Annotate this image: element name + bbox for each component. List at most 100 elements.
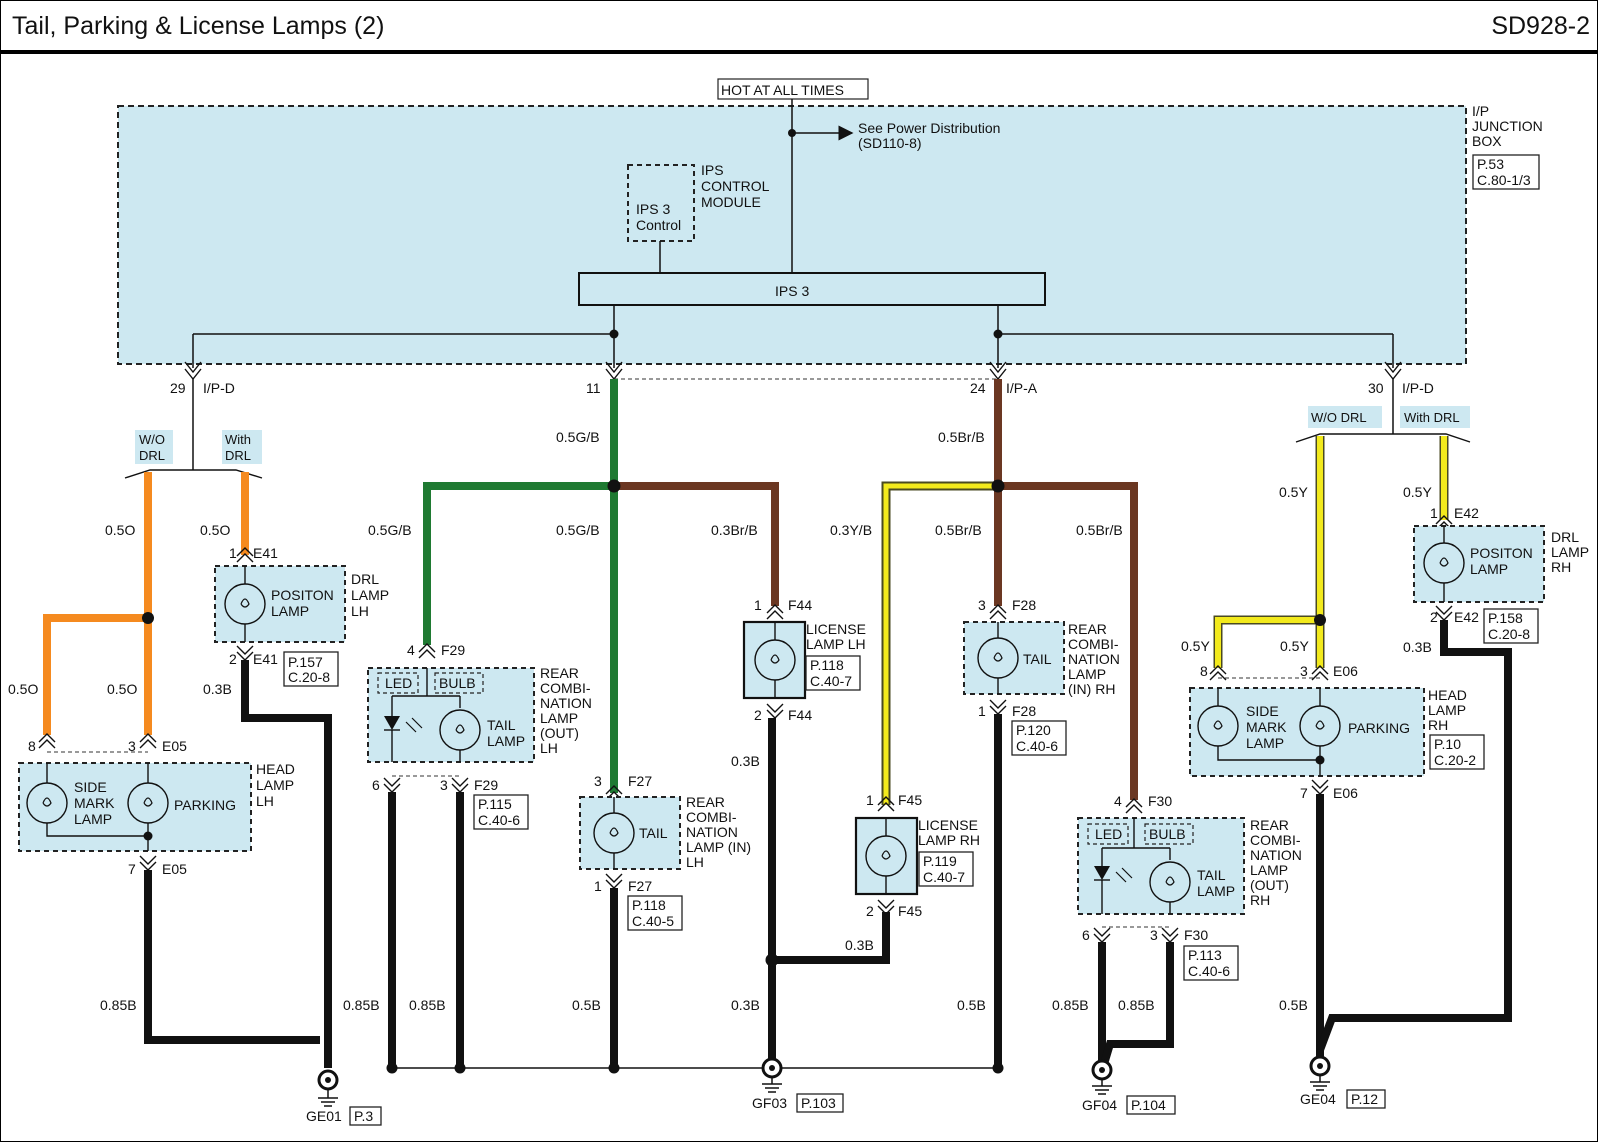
head-rh-title-2: LAMP — [1428, 702, 1466, 718]
output-29-conn: I/P-D — [203, 380, 235, 396]
wire-label-05y-a: 0.5Y — [1279, 484, 1308, 500]
rc-out-lh-title-2: COMBI- — [540, 680, 591, 696]
rc-out-rh-title-4: LAMP — [1250, 862, 1288, 878]
ground-gf04-label: GF04 — [1082, 1097, 1117, 1113]
wire-label-03b-a: 0.3B — [203, 681, 232, 697]
side-mark-lh-label-2: MARK — [74, 795, 115, 811]
e05-pin-3: 3 — [128, 738, 136, 754]
ref-c406-out-rh: C.40-6 — [1188, 963, 1230, 979]
ips-control-box-label-1: IPS 3 — [636, 201, 670, 217]
rear-combi-out-lh — [367, 667, 535, 763]
ref-c405: C.40-5 — [632, 913, 674, 929]
drl-lh-title-3: LH — [351, 603, 369, 619]
license-rh-title-1: LICENSE — [918, 817, 978, 833]
wire-label-05brb-b: 0.5Br/B — [935, 522, 982, 538]
ground-ge04-label: GE04 — [1300, 1091, 1336, 1107]
tail-rh-label-2: LAMP — [1197, 883, 1235, 899]
rear-combi-in-lh — [579, 796, 681, 870]
ground-ge04-ref: P.12 — [1351, 1091, 1378, 1107]
rc-in-lh-title-2: COMBI- — [686, 809, 737, 825]
page-header: Tail, Parking & License Lamps (2) SD928-… — [0, 0, 1598, 54]
ref-p118-lic: P.118 — [810, 657, 844, 673]
wire-license-rh-ground — [772, 912, 890, 964]
ref-c208-lh: C.20-8 — [288, 669, 330, 685]
f30-pin-6: 6 — [1082, 927, 1090, 943]
head-rh-title-3: RH — [1428, 717, 1448, 733]
e05-conn-top: E05 — [162, 738, 187, 754]
wo-drl-rh-label: W/O DRL — [1311, 410, 1367, 425]
tail-lh-label-2: LAMP — [487, 733, 525, 749]
see-power-label: See Power Distribution — [858, 120, 1000, 136]
wo-drl-label-1: W/O — [139, 432, 165, 447]
ref-p115: P.115 — [478, 796, 512, 812]
e06-conn-top: E06 — [1333, 663, 1358, 679]
rc-out-lh-title-6: LH — [540, 740, 558, 756]
f30-conn-top: F30 — [1148, 793, 1172, 809]
rc-out-rh-title-1: REAR — [1250, 817, 1289, 833]
rc-out-lh-title-5: (OUT) — [540, 725, 579, 741]
wire-label-05b-a: 0.5B — [572, 997, 601, 1013]
ref-c407-lh: C.40-7 — [810, 673, 852, 689]
head-lh-title-3: LH — [256, 793, 274, 809]
wire-label-05y-c: 0.5Y — [1280, 638, 1309, 654]
ground-ge01-ref: P.3 — [354, 1108, 373, 1124]
side-mark-lh-label-3: LAMP — [74, 811, 112, 827]
rc-in-rh-title-1: REAR — [1068, 621, 1107, 637]
ref-p158: P.158 — [1488, 610, 1523, 626]
wire-label-085b-e: 0.85B — [1118, 997, 1155, 1013]
wire-label-05y-d: 0.5Y — [1403, 484, 1432, 500]
ground-gf03-ref: P.103 — [801, 1095, 836, 1111]
wire-label-05gb-b: 0.5G/B — [368, 522, 412, 538]
license-rh-title-2: LAMP RH — [918, 832, 980, 848]
rc-out-rh-title-5: (OUT) — [1250, 877, 1289, 893]
wire-label-05y-b: 0.5Y — [1181, 638, 1210, 654]
wire-drl-lh-ground — [241, 660, 332, 1068]
e42-pin-1: 1 — [1430, 505, 1438, 521]
f27-conn-top: F27 — [628, 773, 652, 789]
wire-label-05o-d: 0.5O — [200, 522, 230, 538]
junction-label-1: I/P — [1472, 103, 1489, 119]
f30-conn-bottom: F30 — [1184, 927, 1208, 943]
f44-pin-2: 2 — [754, 707, 762, 723]
hot-at-all-times-box — [717, 78, 869, 100]
wire-label-085b-d: 0.85B — [1052, 997, 1089, 1013]
wire-label-05b-c: 0.5B — [1279, 997, 1308, 1013]
wire-label-05gb-c: 0.5G/B — [556, 522, 600, 538]
e41-conn-top: E41 — [253, 545, 278, 561]
f29-pin-6: 6 — [372, 777, 380, 793]
f45-conn-bottom: F45 — [898, 903, 922, 919]
drl-lamp-rh — [1413, 525, 1545, 603]
wire-label-03brb: 0.3Br/B — [711, 522, 758, 538]
f27-conn-bottom: F27 — [628, 878, 652, 894]
side-mark-lh-label-1: SIDE — [74, 779, 107, 795]
f45-pin-1: 1 — [866, 792, 874, 808]
rc-in-rh-title-5: (IN) RH — [1068, 681, 1115, 697]
led-rh-label: LED — [1095, 826, 1122, 842]
e06-pin-7: 7 — [1300, 785, 1308, 801]
led-lh-icon — [384, 716, 400, 730]
output-24-conn: I/P-A — [1006, 380, 1038, 396]
f28-pin-1: 1 — [978, 703, 986, 719]
f30-pin-3: 3 — [1150, 927, 1158, 943]
f30-pin-4: 4 — [1114, 793, 1122, 809]
junction-label-2: JUNCTION — [1472, 118, 1543, 134]
wire-label-085b-b: 0.85B — [343, 997, 380, 1013]
ground-gf04-ref: P.104 — [1131, 1097, 1166, 1113]
tail-in-lh-label: TAIL — [639, 825, 668, 841]
ref-p120: P.120 — [1016, 722, 1051, 738]
rc-in-lh-title-4: LAMP (IN) — [686, 839, 751, 855]
rc-in-lh-title-1: REAR — [686, 794, 725, 810]
drl-lh-title-2: LAMP — [351, 587, 389, 603]
f27-pin-1: 1 — [594, 878, 602, 894]
rear-combi-in-rh — [963, 621, 1065, 695]
e06-conn-bottom: E06 — [1333, 785, 1358, 801]
ips-control-box — [627, 164, 695, 242]
rc-out-lh-title-3: NATION — [540, 695, 592, 711]
wire-orange-wo-drl — [43, 472, 152, 735]
side-mark-rh-label-3: LAMP — [1246, 735, 1284, 751]
ips-module-label-2: CONTROL — [701, 178, 770, 194]
wire-tail-rh-ground — [1100, 942, 1174, 1066]
license-lh-title-1: LICENSE — [806, 621, 866, 637]
e42-pin-2: 2 — [1430, 609, 1438, 625]
